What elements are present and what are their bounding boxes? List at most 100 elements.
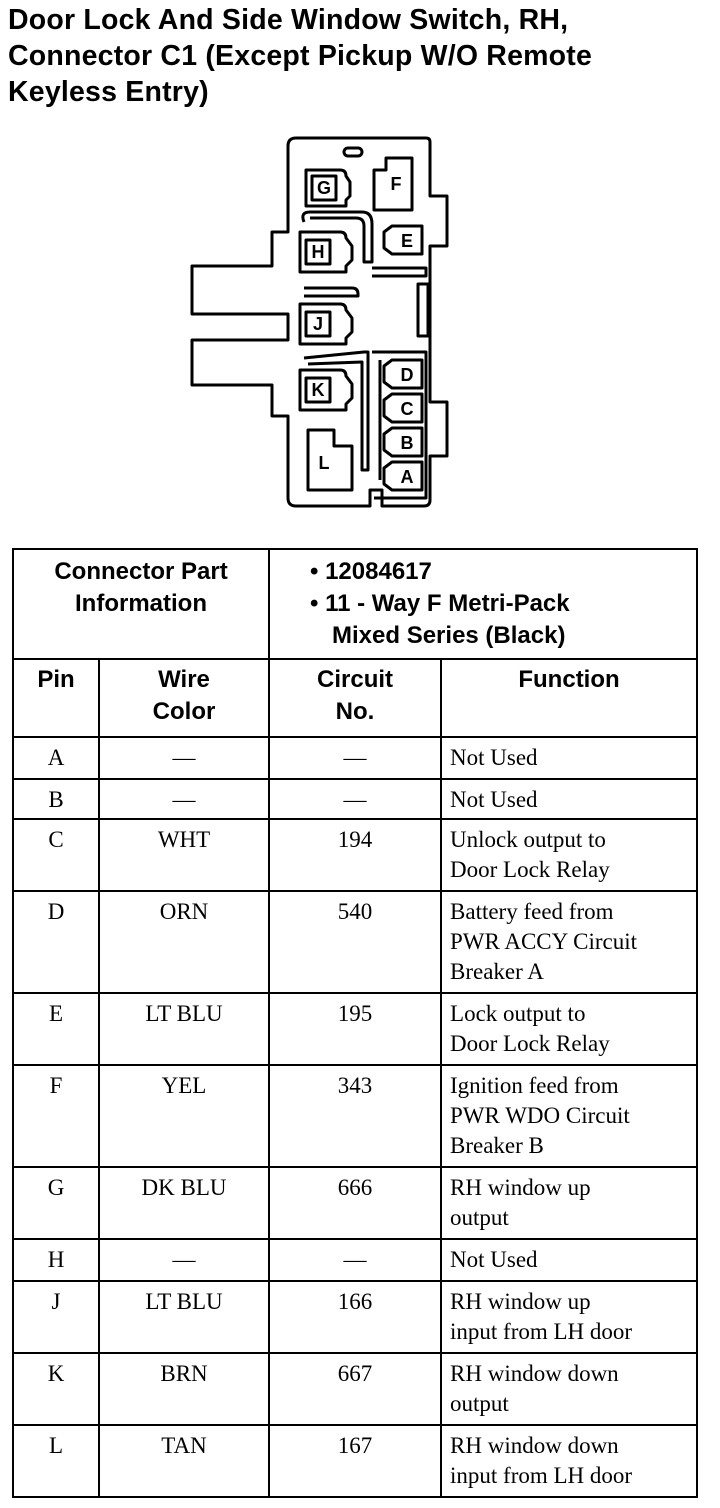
cavity-h xyxy=(298,230,354,274)
part-number: • 12084617 xyxy=(310,558,432,585)
connector-type: • 11 - Way F Metri-Pack xyxy=(310,590,570,617)
pin-label-d: D xyxy=(401,365,414,385)
pin-label-e: E xyxy=(401,231,413,251)
function-cell: Not Used xyxy=(440,1238,699,1282)
header-circuit-no: Circuit No. xyxy=(268,658,443,738)
part-info-row: Connector Part Information • 12084617 • … xyxy=(11,548,699,660)
header-wire-color: Wire Color xyxy=(97,658,271,738)
pin-label-f: F xyxy=(391,174,402,194)
function-cell: Not Used xyxy=(440,778,699,820)
pin-cell: F xyxy=(12,1064,100,1168)
cavity-b xyxy=(382,426,424,458)
cavity-j xyxy=(298,302,354,346)
header-function: Function xyxy=(440,658,699,738)
function-line: Lock output to xyxy=(450,1001,586,1026)
pin-cell: H xyxy=(12,1238,100,1282)
table-row: A——Not Used xyxy=(12,736,699,780)
wire-color-cell: — xyxy=(97,1238,271,1282)
cavity-e xyxy=(382,224,424,256)
circuit-cell: 667 xyxy=(268,1352,443,1426)
pin-cell: J xyxy=(12,1280,100,1354)
pin-label-c: C xyxy=(401,399,414,419)
pin-cell: D xyxy=(12,890,100,994)
function-line: Breaker B xyxy=(450,1133,544,1158)
title-line-2: Connector C1 (Except Pickup W/O Remote xyxy=(8,40,593,72)
pin-cell: E xyxy=(12,992,100,1066)
wire-color-cell: LT BLU xyxy=(97,992,271,1066)
wire-color-cell: — xyxy=(97,736,271,780)
circuit-cell: — xyxy=(268,778,443,820)
function-line: output xyxy=(450,1391,509,1416)
page-title: Door Lock And Side Window Switch, RH, Co… xyxy=(8,2,708,110)
pin-cell: G xyxy=(12,1166,100,1240)
function-line: Ignition feed from xyxy=(450,1073,619,1098)
pin-label-h: H xyxy=(312,242,325,262)
circuit-cell: 194 xyxy=(268,818,443,892)
circuit-cell: — xyxy=(268,1238,443,1282)
function-cell: RH window up output xyxy=(440,1166,699,1240)
cavity-c xyxy=(382,392,424,424)
cavity-l xyxy=(306,428,354,492)
wire-color-cell: TAN xyxy=(97,1424,271,1498)
function-line: RH window up xyxy=(450,1289,591,1314)
connector-housing xyxy=(190,136,449,508)
pin-label-g: G xyxy=(317,178,331,198)
function-line: Not Used xyxy=(450,745,538,770)
connector-pin-table: Connector Part Information • 12084617 • … xyxy=(11,548,699,1498)
function-line: RH window up xyxy=(450,1175,591,1200)
function-line: RH window down xyxy=(450,1433,619,1458)
pin-cell: B xyxy=(12,778,100,820)
wire-color-cell: DK BLU xyxy=(97,1166,271,1240)
circuit-cell: 343 xyxy=(268,1064,443,1168)
title-line-1: Door Lock And Side Window Switch, RH, xyxy=(8,4,569,36)
table-row: B——Not Used xyxy=(12,778,699,820)
table-row: H——Not Used xyxy=(12,1238,699,1282)
pin-cell: C xyxy=(12,818,100,892)
function-line: output xyxy=(450,1205,509,1230)
function-cell: Lock output to Door Lock Relay xyxy=(440,992,699,1066)
function-line: Door Lock Relay xyxy=(450,1031,610,1056)
function-line: Not Used xyxy=(450,787,538,812)
function-line: RH window down xyxy=(450,1361,619,1386)
pin-label-b: B xyxy=(401,433,414,453)
pin-cell: K xyxy=(12,1352,100,1426)
pin-label-l: L xyxy=(319,453,330,473)
function-line: Unlock output to xyxy=(450,827,606,852)
wire-color-cell: — xyxy=(97,778,271,820)
function-cell: RH window down input from LH door xyxy=(440,1424,699,1498)
cavity-k xyxy=(298,368,354,412)
wire-color-cell: WHT xyxy=(97,818,271,892)
function-line: Door Lock Relay xyxy=(450,857,610,882)
wire-color-cell: YEL xyxy=(97,1064,271,1168)
circuit-cell: 166 xyxy=(268,1280,443,1354)
cavity-f xyxy=(372,156,414,212)
circuit-cell: 540 xyxy=(268,890,443,994)
pin-label-a: A xyxy=(401,467,414,487)
pin-label-k: K xyxy=(312,380,325,400)
wire-color-cell: BRN xyxy=(97,1352,271,1426)
function-cell: Not Used xyxy=(440,736,699,780)
cavity-a xyxy=(382,460,424,492)
wire-color-cell: LT BLU xyxy=(97,1280,271,1354)
title-line-3: Keyless Entry) xyxy=(8,76,209,108)
function-line: Battery feed from xyxy=(450,899,614,924)
circuit-cell: 195 xyxy=(268,992,443,1066)
circuit-cell: 666 xyxy=(268,1166,443,1240)
function-cell: Unlock output to Door Lock Relay xyxy=(440,818,699,892)
circuit-cell: — xyxy=(268,736,443,780)
function-line: PWR ACCY Circuit xyxy=(450,929,638,954)
part-info-label: Connector Part Information xyxy=(11,548,271,660)
part-info-values: • 12084617 • 11 - Way F Metri-Pack Mixed… xyxy=(268,548,699,660)
function-line: input from LH door xyxy=(450,1463,633,1488)
function-line: Not Used xyxy=(450,1247,538,1272)
pin-cell: L xyxy=(12,1424,100,1498)
